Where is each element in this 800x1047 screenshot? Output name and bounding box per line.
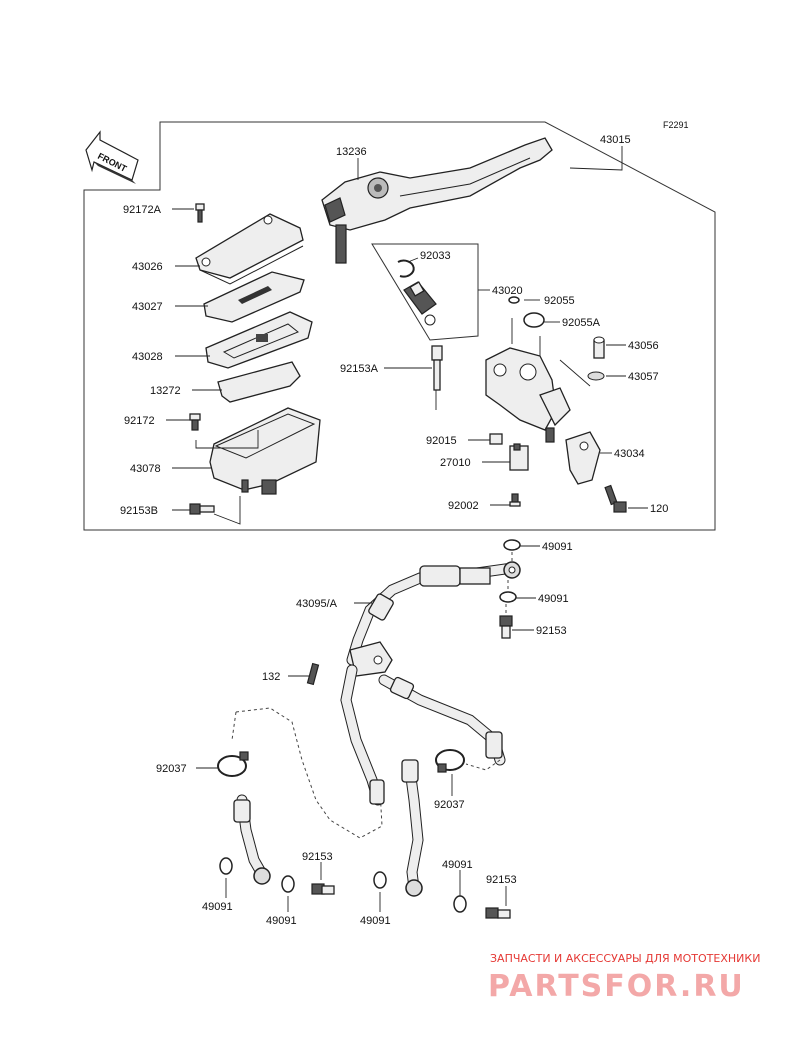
label-132: 132 <box>262 671 280 683</box>
label-49091-f: 49091 <box>360 915 391 927</box>
label-13236: 13236 <box>336 146 367 158</box>
label-92033: 92033 <box>420 250 451 262</box>
figure-code: F2291 <box>663 120 689 130</box>
label-49091-c: 49091 <box>442 859 473 871</box>
dashed-92172 <box>195 430 259 449</box>
oring-92055 <box>508 296 520 304</box>
label-92015: 92015 <box>426 435 457 447</box>
brake-hose-center <box>340 664 385 806</box>
washer-49091-c <box>219 857 233 875</box>
assembly-frame <box>83 121 716 531</box>
gasket <box>217 361 301 403</box>
front-arrow-icon: FRONT <box>85 130 139 184</box>
label-49091-a: 49091 <box>542 541 573 553</box>
clamp-holder <box>565 431 601 485</box>
label-92153B: 92153B <box>120 505 158 517</box>
kit-box <box>371 243 479 341</box>
pin-92153A <box>431 345 443 391</box>
bolt-132 <box>306 662 320 686</box>
label-120: 120 <box>650 503 668 515</box>
oring-92055A <box>523 312 545 328</box>
label-43027: 43027 <box>132 301 163 313</box>
washer-49091-b <box>499 591 517 603</box>
label-92002: 92002 <box>448 500 479 512</box>
piston-assembly <box>403 281 437 326</box>
reservoir-cap <box>195 213 304 285</box>
bolt-axis-upper <box>505 552 513 614</box>
reservoir <box>209 407 321 495</box>
leader-bleeder <box>559 359 591 387</box>
label-43020: 43020 <box>492 285 523 297</box>
screw-92002 <box>509 493 521 507</box>
leader-lines <box>166 158 648 912</box>
label-92055A: 92055A <box>562 317 601 329</box>
hose-outline-right <box>465 759 501 771</box>
label-43034: 43034 <box>614 448 645 460</box>
washer-49091-d <box>281 875 295 893</box>
dashed-92153B <box>213 496 241 525</box>
banjo-bolt-92153-c <box>485 907 511 919</box>
label-43095A: 43095/A <box>296 598 338 610</box>
label-92172A: 92172A <box>123 204 162 216</box>
watermark-brand: PARTSFOR.RU <box>488 969 745 1004</box>
label-49091-e: 49091 <box>266 915 297 927</box>
master-cylinder-body <box>485 347 571 443</box>
brake-hose-lower-right <box>401 759 424 897</box>
diaphragm-plate <box>203 271 305 323</box>
watermark-tagline: ЗАПЧАСТИ И АКСЕССУАРЫ ДЛЯ МОТОТЕХНИКИ <box>490 952 760 965</box>
hose-outline-left-b <box>231 711 237 741</box>
brake-lever <box>321 137 553 264</box>
washer-49091-f <box>453 895 467 913</box>
circlip-92033 <box>397 259 415 278</box>
label-92153A: 92153A <box>340 363 379 375</box>
label-43057: 43057 <box>628 371 659 383</box>
label-43015: 43015 <box>600 134 631 146</box>
label-92037-b: 92037 <box>434 799 465 811</box>
washer-49091-e <box>373 871 387 889</box>
label-92172: 92172 <box>124 415 155 427</box>
label-92153-b: 92153 <box>302 851 333 863</box>
washer-49091-a <box>503 539 521 551</box>
label-49091-b: 49091 <box>538 593 569 605</box>
watermark: ЗАПЧАСТИ И АКСЕССУАРЫ ДЛЯ МОТОТЕХНИКИ PA… <box>488 952 760 1004</box>
label-43028: 43028 <box>132 351 163 363</box>
label-43026: 43026 <box>132 261 163 273</box>
bolt-92153B <box>189 503 215 515</box>
bleeder-valve <box>593 336 605 359</box>
label-27010: 27010 <box>440 457 471 469</box>
label-43056: 43056 <box>628 340 659 352</box>
hose-outline-left <box>235 707 383 839</box>
label-92055: 92055 <box>544 295 575 307</box>
banjo-bolt-92153-a <box>499 615 513 639</box>
brake-hose-right <box>378 674 506 766</box>
diaphragm <box>205 311 313 369</box>
label-13272: 13272 <box>150 385 181 397</box>
nut-92015 <box>489 433 503 445</box>
bolt-120 <box>604 484 627 513</box>
part-labels: 43015 13236 92172A 43026 43027 43028 132… <box>120 134 668 927</box>
label-92153-c: 92153 <box>486 874 517 886</box>
label-49091-d: 49091 <box>202 901 233 913</box>
label-92153-a: 92153 <box>536 625 567 637</box>
screw-92172A <box>195 203 205 223</box>
leader-43015 <box>569 146 623 171</box>
brake-switch <box>509 443 529 471</box>
screw-92172 <box>189 413 201 431</box>
hose-clamp-92037-a <box>217 751 249 777</box>
label-92037-a: 92037 <box>156 763 187 775</box>
hose-clamp-92037-b <box>435 749 465 773</box>
brake-hose-lower-left <box>233 794 271 885</box>
brake-hose-upper <box>346 561 521 666</box>
bleeder-cap <box>587 371 605 381</box>
label-43078: 43078 <box>130 463 161 475</box>
banjo-bolt-92153-b <box>311 883 335 895</box>
